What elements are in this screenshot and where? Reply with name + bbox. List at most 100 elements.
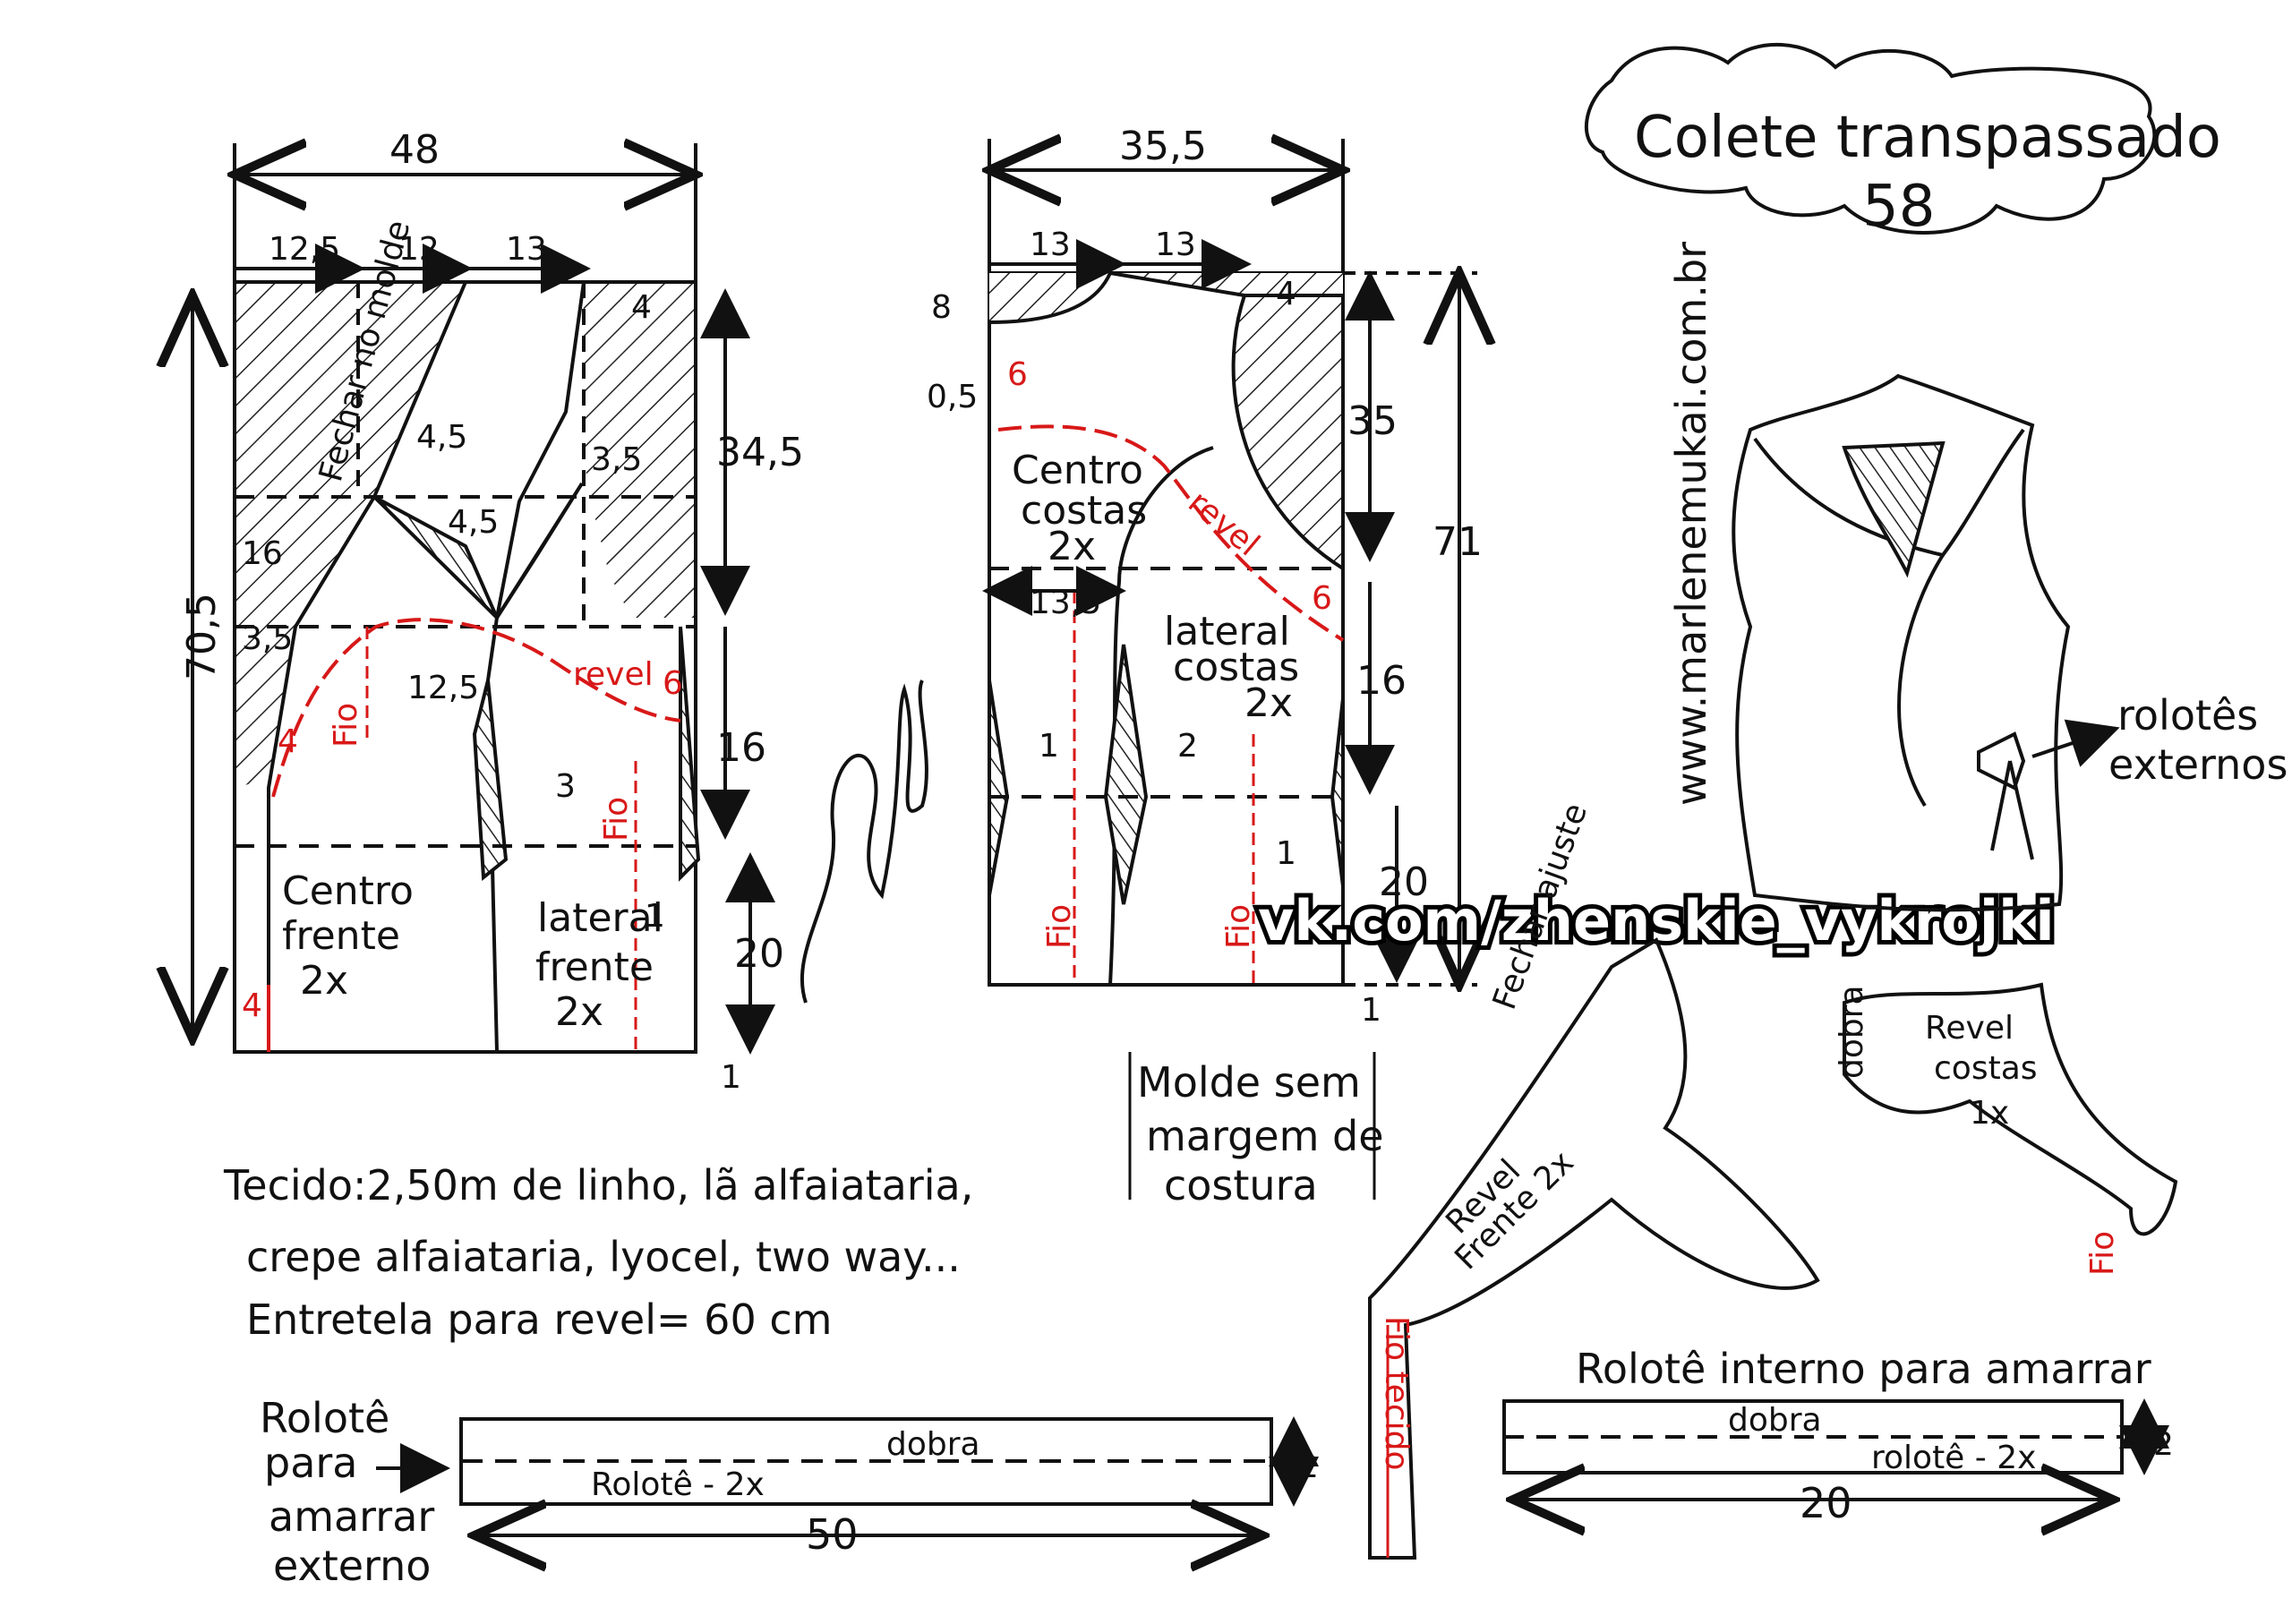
title-line1: Colete transpassado <box>1634 105 2221 171</box>
rolote-ext-side-4: externo <box>273 1542 431 1590</box>
back-inner-6: 6 <box>1312 580 1332 617</box>
back-side-2: costas <box>1173 645 1299 690</box>
title-cloud: Colete transpassado 58 <box>1585 42 2221 240</box>
vest-label-1: rolotês <box>2117 691 2258 739</box>
seam-line3: costura <box>1164 1161 1318 1209</box>
rolote-internal-labels: Rolotê interno para amarrar dobra rolotê… <box>1576 1345 2174 1527</box>
back-width: 35,5 <box>1119 124 1207 169</box>
back-seg-2: 13 <box>1155 227 1196 263</box>
signature-mark <box>800 680 928 1004</box>
rolote-int-width: 20 <box>1800 1479 1852 1527</box>
back-revel: revel <box>1181 483 1266 563</box>
front-center-1: Centro <box>282 868 414 914</box>
front-seg-3: 13 <box>506 231 547 268</box>
fabric-notes: Tecido:2,50m de linho, lã alfaiataria, c… <box>223 1161 973 1344</box>
front-inner-35b: 3,5 <box>242 620 293 657</box>
rolote-ext-side-2: para <box>264 1439 358 1487</box>
fabric-label: Tecido <box>223 1161 353 1209</box>
back-left-6: 6 <box>1007 356 1028 393</box>
facing-back-1: Revel <box>1925 1010 2014 1047</box>
interfacing-label: Entretela para revel <box>246 1295 656 1344</box>
front-center-3: 2x <box>300 958 348 1004</box>
front-width: 48 <box>389 127 440 173</box>
front-side-3: 2x <box>555 989 603 1035</box>
facing-fio-tecido: Fio tecido <box>1378 1316 1415 1471</box>
front-fio-2: Fio <box>598 797 635 842</box>
back-inner-1a: 1 <box>1039 728 1059 765</box>
front-inner-1a: 1 <box>645 898 665 935</box>
front-right-3: 20 <box>734 931 784 977</box>
back-fio-1: Fio <box>1041 904 1078 949</box>
rolote-int-height: 2 <box>2153 1426 2174 1463</box>
back-inner-1b: 1 <box>1276 835 1296 872</box>
svg-text:Entretela para revel= 60 cm: Entretela para revel= 60 cm <box>246 1295 832 1344</box>
front-right-2: 16 <box>716 725 766 771</box>
fabric-rest: :2,50m de linho, lã alfaiataria, <box>353 1161 973 1209</box>
front-pattern <box>192 143 775 1055</box>
fabric-line2: crepe alfaiataria, lyocel, two way... <box>246 1233 961 1281</box>
rolote-int-title: Rolotê interno para amarrar <box>1576 1345 2151 1393</box>
watermark-text: vk.com/zhenskie_vykrojki <box>1258 888 2055 953</box>
front-inner-45b: 4,5 <box>448 504 499 541</box>
back-side-3: 2x <box>1244 680 1293 726</box>
front-inner-35a: 3,5 <box>591 441 642 478</box>
rolote-internal <box>1502 1398 2169 1500</box>
back-fio-2: Fio <box>1220 904 1257 949</box>
rolote-external-labels: Rolotê para amarrar externo dobra Rolotê… <box>260 1394 1319 1590</box>
vest-label-2: externos <box>2108 740 2288 789</box>
front-revel: revel <box>573 656 654 693</box>
front-side-2: frente <box>535 944 654 990</box>
front-fio-1: Fio <box>328 703 364 748</box>
front-seg-1: 12,5 <box>269 231 340 268</box>
back-pattern <box>982 139 1477 985</box>
interfacing-rest: = 60 cm <box>656 1295 832 1344</box>
vest-sketch <box>1732 373 2120 912</box>
vest-labels: rolotês externos <box>2108 691 2288 789</box>
back-labels: 35,5 13 13 8 0,5 6 35 16 20 1 71 4 13,5 … <box>927 124 1483 1029</box>
rolote-ext-fold: dobra <box>886 1426 980 1463</box>
front-inner-4a: 4 <box>278 723 298 760</box>
facing-fio: Fio <box>2084 1231 2121 1276</box>
front-inner-3: 3 <box>555 768 576 805</box>
front-side-1: lateral <box>537 895 663 941</box>
facing-back-3: 1x <box>1970 1095 2009 1132</box>
back-side-1: lateral <box>1164 609 1290 654</box>
front-inner-16: 16 <box>242 535 283 572</box>
rolote-int-fold: dobra <box>1728 1402 1822 1439</box>
back-center-2: costas <box>1021 488 1147 534</box>
back-inner-135: 13,5 <box>1030 585 1101 621</box>
front-seg-2: 12 <box>398 231 440 268</box>
back-left-8: 8 <box>931 289 952 326</box>
seam-note: Molde sem margem de costura <box>1128 1052 1384 1209</box>
svg-text:Tecido:2,50m de linho, lã alfa: Tecido:2,50m de linho, lã alfaiataria, <box>223 1161 973 1209</box>
rolote-ext-name: Rolotê - 2x <box>591 1466 765 1503</box>
front-inner-4: 4 <box>631 289 652 326</box>
rolote-ext-height: 2 <box>1298 1449 1319 1485</box>
back-center-1: Centro <box>1012 448 1143 493</box>
back-right-35: 35 <box>1347 398 1398 444</box>
facing-back-2: costas <box>1934 1050 2038 1087</box>
back-right-1: 1 <box>1361 992 1381 1029</box>
front-center-2: frente <box>282 913 400 959</box>
title-line2: 58 <box>1862 174 1935 240</box>
rolote-ext-width: 50 <box>806 1510 859 1559</box>
front-inner-4b: 4 <box>242 987 262 1024</box>
facings <box>1368 937 2178 1560</box>
front-inner-1b: 1 <box>721 1059 741 1096</box>
website-text: www.marlenemukai.com.br <box>1667 242 1715 806</box>
seam-line1: Molde sem <box>1137 1058 1361 1107</box>
front-inner-45a: 4,5 <box>416 419 467 456</box>
front-inner-6: 6 <box>663 665 683 702</box>
seam-line2: margem de <box>1146 1112 1384 1160</box>
back-inner-2: 2 <box>1177 728 1198 765</box>
rolote-external <box>376 1416 1319 1535</box>
back-total: 71 <box>1432 519 1483 565</box>
rolote-int-name: rolotê - 2x <box>1871 1440 2036 1476</box>
rolote-ext-side-1: Rolotê <box>260 1394 389 1442</box>
front-inner-125: 12,5 <box>407 670 479 706</box>
back-center-3: 2x <box>1048 524 1096 569</box>
rolote-ext-side-3: amarrar <box>269 1492 434 1541</box>
front-height: 70,5 <box>179 593 225 680</box>
